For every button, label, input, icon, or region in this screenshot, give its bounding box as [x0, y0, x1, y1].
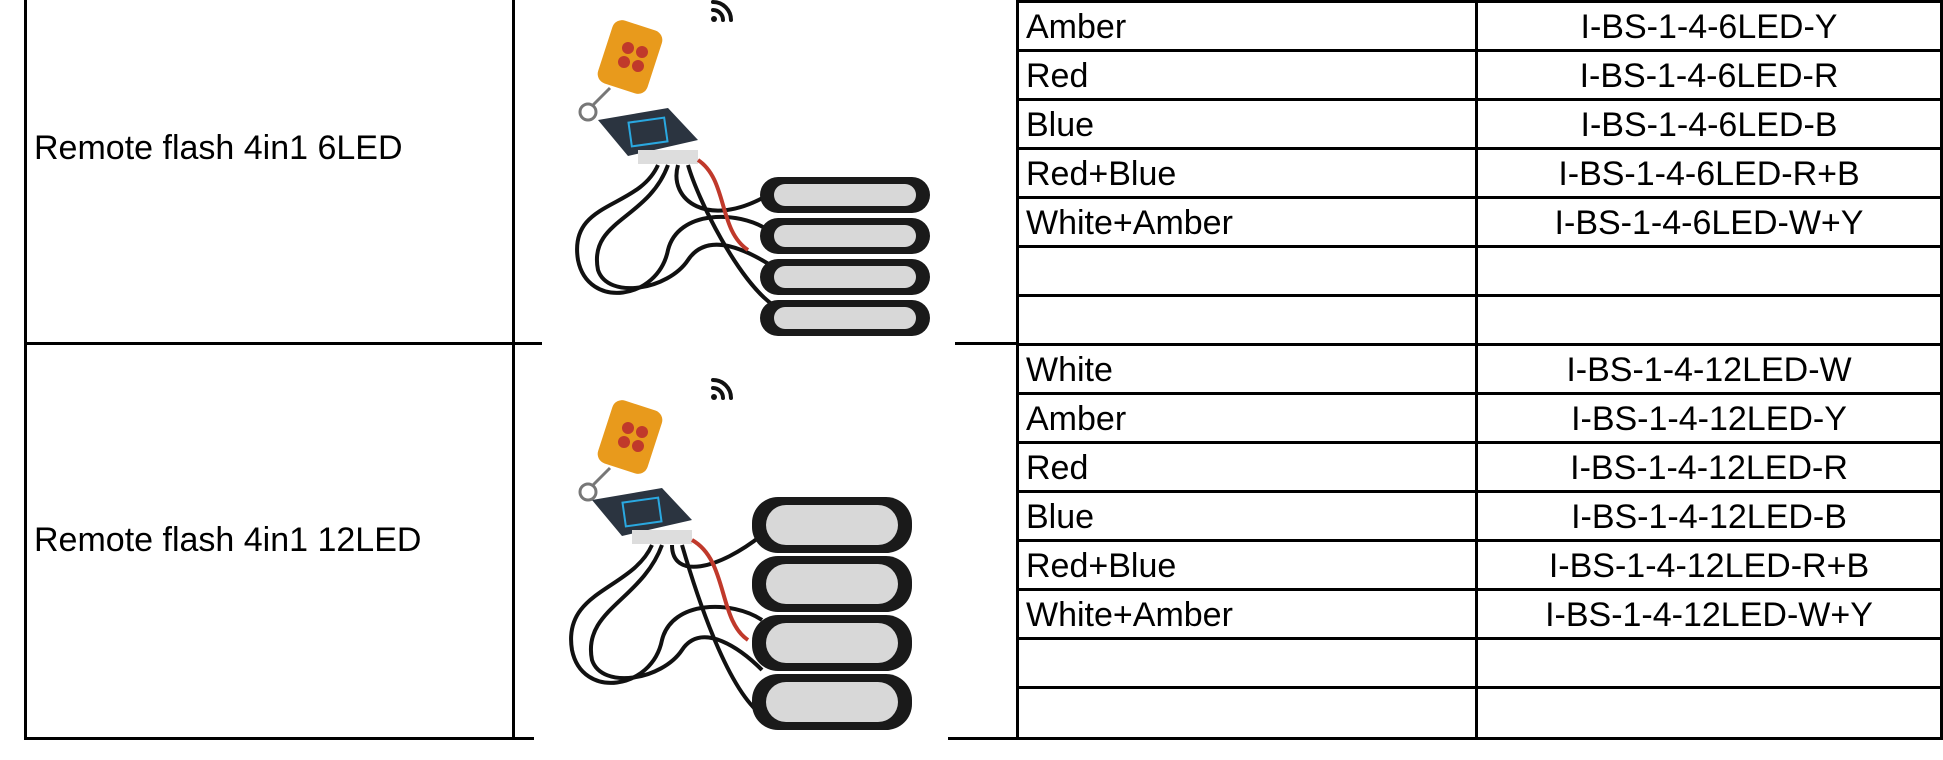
- row-line: [1016, 245, 1943, 248]
- row-line: [1016, 343, 1943, 346]
- remote-control-icon: [578, 400, 663, 502]
- variant-code: I-BS-1-4-6LED-B: [1580, 106, 1838, 144]
- light-bar-stack-icon: [752, 497, 912, 730]
- variant-color: Amber: [1026, 400, 1127, 438]
- product-name: Remote flash 4in1 6LED: [34, 129, 403, 167]
- row-line: [1016, 441, 1943, 444]
- variant-color: [1026, 248, 1476, 297]
- variant-code: I-BS-1-4-12LED-R: [1570, 449, 1848, 487]
- variant-color: Blue: [1026, 498, 1095, 536]
- variant-code: [1480, 248, 1938, 297]
- variant-code: I-BS-1-4-6LED-Y: [1580, 8, 1838, 46]
- row-line: [1016, 196, 1943, 199]
- wire-bundle-icon: [575, 158, 780, 307]
- wire-bundle-icon: [569, 533, 764, 717]
- variant-code: [1480, 640, 1938, 689]
- variant-code: I-BS-1-4-12LED-W+Y: [1545, 596, 1873, 634]
- variant-code: I-BS-1-4-6LED-R+B: [1558, 155, 1860, 193]
- row-line: [1016, 737, 1943, 740]
- left-row-divider: [24, 342, 542, 345]
- variant-color: Red+Blue: [1026, 547, 1177, 585]
- row-line: [1016, 294, 1943, 297]
- row-line: [1016, 392, 1943, 395]
- image-bottom-border: [948, 737, 1018, 740]
- name-column-divider: [512, 0, 515, 740]
- row-line: [1016, 686, 1943, 689]
- remote-flash-kit-12led-image: [569, 378, 912, 730]
- row-line: [1016, 98, 1943, 101]
- variant-code: I-BS-1-4-6LED-W+Y: [1554, 204, 1864, 242]
- variant-color: White: [1026, 351, 1113, 389]
- variant-code: I-BS-1-4-12LED-Y: [1571, 400, 1847, 438]
- variant-code: [1480, 297, 1938, 346]
- variant-table-col-divider: [1475, 0, 1478, 740]
- row-line: [1016, 147, 1943, 150]
- variant-color: Blue: [1026, 106, 1095, 144]
- variant-code: I-BS-1-4-12LED-B: [1571, 498, 1847, 536]
- variant-code: [1480, 689, 1938, 738]
- table-left-border: [24, 0, 27, 740]
- left-bottom-border: [24, 737, 534, 740]
- row-line: [1016, 588, 1943, 591]
- row-line: [1016, 539, 1943, 542]
- remote-flash-kit-6led-image: [575, 0, 930, 336]
- light-bar-stack-icon: [760, 177, 930, 336]
- row-line: [1016, 0, 1943, 3]
- controller-box-icon: [598, 108, 698, 164]
- variant-color: Red+Blue: [1026, 155, 1177, 193]
- variant-color: [1026, 689, 1476, 738]
- variant-color: Red: [1026, 449, 1089, 487]
- variant-color: [1026, 297, 1476, 346]
- variant-color: White+Amber: [1026, 204, 1233, 242]
- variant-color: White+Amber: [1026, 596, 1233, 634]
- variant-color: Red: [1026, 57, 1089, 95]
- variant-table-right-border: [1940, 0, 1943, 740]
- variant-color: Amber: [1026, 8, 1127, 46]
- product-name: Remote flash 4in1 12LED: [34, 521, 422, 559]
- remote-control-icon: [578, 20, 663, 122]
- variant-code: I-BS-1-4-12LED-R+B: [1548, 547, 1870, 585]
- wireless-signal-icon: [711, 378, 733, 400]
- row-line: [1016, 637, 1943, 640]
- variant-code: I-BS-1-4-12LED-W: [1566, 351, 1852, 389]
- controller-box-icon: [592, 488, 692, 544]
- row-line: [1016, 49, 1943, 52]
- mid-row-divider: [955, 342, 1019, 345]
- wireless-signal-icon: [711, 0, 733, 22]
- variant-code: I-BS-1-4-6LED-R: [1579, 57, 1839, 95]
- variant-color: [1026, 640, 1476, 689]
- variant-table-left-border: [1016, 0, 1019, 740]
- row-line: [1016, 490, 1943, 493]
